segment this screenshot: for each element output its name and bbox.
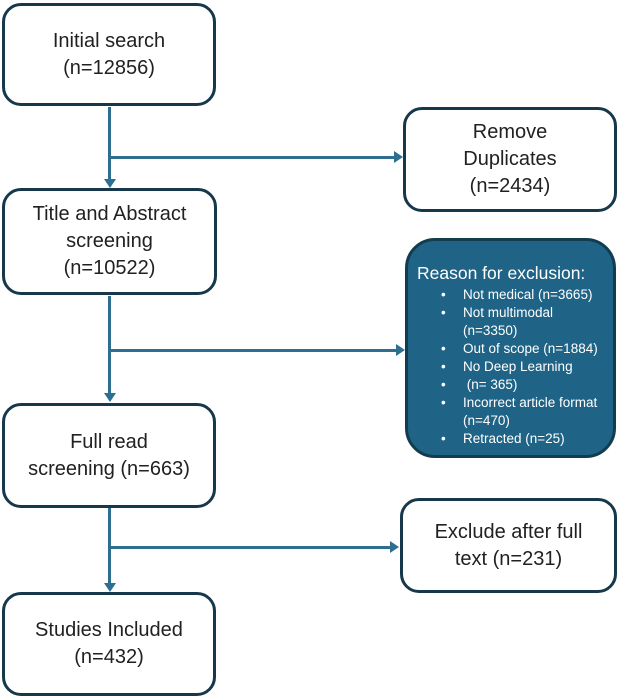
node-exclude-after-full-text: Exclude after full text (n=231)	[400, 498, 617, 593]
arrowhead-down-icon	[104, 393, 116, 402]
node-initial-search-label: Initial search (n=12856)	[52, 29, 166, 79]
node-initial-search: Initial search (n=12856)	[2, 3, 216, 106]
exclusion-reasons-title: Reason for exclusion:	[417, 263, 586, 283]
arrow-to-remove-duplicates	[108, 156, 394, 159]
arrow-title-abstract-to-full-read	[108, 296, 111, 393]
exclusion-item: Incorrect article format (n=470)	[416, 394, 607, 430]
arrow-to-exclusion-reasons	[108, 349, 396, 352]
exclusion-item: Not multimodal (n=3350)	[416, 304, 607, 340]
node-full-read-screening: Full read screening (n=663)	[2, 403, 216, 508]
exclusion-item: No Deep Learning	[416, 358, 607, 376]
node-exclusion-reasons: Reason for exclusion: Not medical (n=366…	[405, 238, 616, 458]
arrow-full-read-to-studies-included	[108, 508, 111, 583]
node-remove-duplicates-label: Remove Duplicates (n=2434)	[463, 121, 557, 197]
arrowhead-right-icon	[390, 541, 399, 553]
arrowhead-down-icon	[104, 583, 116, 592]
arrowhead-right-icon	[394, 151, 403, 163]
exclusion-item: Not medical (n=3665)	[416, 286, 607, 304]
node-remove-duplicates: Remove Duplicates (n=2434)	[403, 107, 617, 212]
node-full-read-screening-label: Full read screening (n=663)	[28, 430, 190, 480]
arrow-to-exclude-after-full-text	[108, 546, 390, 549]
exclusion-item: Retracted (n=25)	[416, 430, 607, 448]
arrow-initial-to-title-abstract	[108, 107, 111, 179]
node-studies-included-label: Studies Included (n=432)	[35, 619, 183, 668]
exclusion-reasons-list: Not medical (n=3665) Not multimodal (n=3…	[416, 286, 607, 448]
node-title-abstract-screening: Title and Abstract screening (n=10522)	[2, 188, 217, 295]
exclusion-item: (n= 365)	[416, 376, 607, 394]
exclusion-item: Out of scope (n=1884)	[416, 340, 607, 358]
node-exclude-after-full-text-label: Exclude after full text (n=231)	[434, 520, 583, 570]
node-title-abstract-screening-label: Title and Abstract screening (n=10522)	[32, 203, 187, 279]
node-studies-included: Studies Included (n=432)	[2, 592, 216, 696]
arrowhead-down-icon	[104, 179, 116, 188]
arrowhead-right-icon	[396, 344, 405, 356]
